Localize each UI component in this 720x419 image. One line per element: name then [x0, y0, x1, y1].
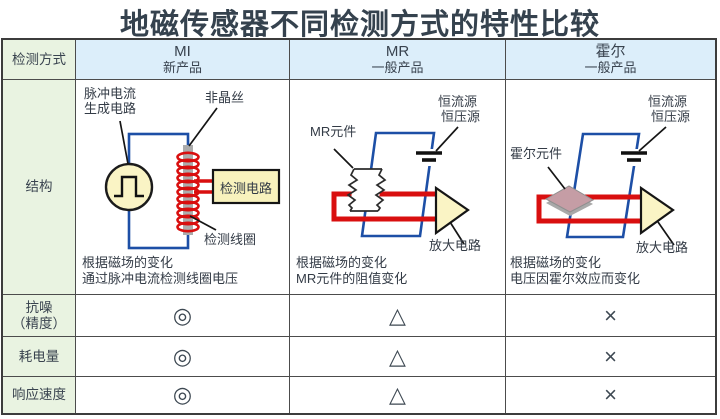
page-title: 地磁传感器不同检测方式的特性比较	[119, 9, 600, 41]
corner-header: 检测方式	[3, 40, 75, 79]
rating-power-mr: △	[290, 337, 505, 376]
hall-source-label: 恒流源 恒压源	[648, 94, 691, 124]
amorphous-wire-label: 非晶丝	[205, 90, 245, 105]
hall-structure-diagram: 霍尔元件 恒流源 恒压源 放大电路 根据磁场的变化 电压因霍尔效应而变化	[506, 80, 715, 294]
mi-caption: 根据磁场的变化 通过脉冲电流检测线圈电压	[82, 255, 239, 286]
rating-symbol: △	[389, 343, 406, 369]
hall-caption: 根据磁场的变化 电压因霍尔效应而变化	[510, 255, 641, 286]
row-label-power: 耗电量	[3, 337, 75, 376]
column-header-mr: MR 一般产品	[290, 40, 505, 79]
amplifier-symbol	[639, 185, 675, 236]
rating-symbol: ◎	[172, 343, 193, 369]
rating-symbol: ◎	[172, 382, 193, 407]
mi-callout-lines	[119, 107, 218, 231]
row-label-response: 响应速度	[3, 377, 75, 413]
detect-circuit-label: 检测电路	[219, 181, 272, 196]
column-header-mi-subtitle: 新产品	[162, 60, 202, 75]
column-header-mr-subtitle: 一般产品	[371, 60, 424, 75]
rating-symbol: △	[389, 302, 406, 328]
rating-noise-mi: ◎	[76, 295, 289, 336]
column-header-hall: 霍尔 一般产品	[506, 40, 715, 79]
hall-callout-lines	[547, 126, 675, 246]
detect-circuit-box	[211, 168, 281, 205]
mi-circuit-drawing	[104, 107, 281, 250]
battery-symbol	[621, 151, 647, 162]
hall-element-symbol	[544, 185, 595, 213]
mr-caption: 根据磁场的变化 MR元件的阻值变化	[296, 255, 408, 286]
rating-noise-mr: △	[290, 295, 505, 336]
rating-response-mr: △	[290, 377, 505, 413]
rating-response-hall: ×	[506, 377, 715, 413]
column-header-mi: MI 新产品	[76, 40, 289, 79]
row-label-structure-text: 结构	[25, 179, 53, 194]
hall-element-label: 霍尔元件	[510, 146, 563, 161]
rating-symbol: ◎	[172, 302, 193, 328]
rating-symbol: ×	[604, 343, 617, 369]
hall-circuit-drawing	[536, 126, 675, 246]
pulse-wave-icon	[114, 175, 144, 198]
rating-noise-hall: ×	[506, 295, 715, 336]
hall-amplifier-label: 放大电路	[636, 240, 689, 255]
mr-element-label: MR元件	[310, 124, 357, 139]
mr-callout-lines	[333, 126, 465, 245]
corner-header-label: 检测方式	[12, 51, 66, 67]
row-label-structure: 结构	[3, 80, 75, 294]
mr-amplifier-label: 放大电路	[429, 238, 482, 253]
rating-symbol: △	[389, 382, 406, 407]
resistor-symbol	[346, 168, 387, 212]
pulse-gen-label: 脉冲电流 生成电路	[84, 86, 137, 116]
rating-symbol: ×	[604, 382, 617, 407]
coil-output-wires	[194, 179, 213, 194]
rating-response-mi: ◎	[76, 377, 289, 413]
mr-source-label: 恒流源 恒压源	[438, 94, 481, 124]
rating-power-hall: ×	[506, 337, 715, 376]
rating-symbol: ×	[604, 302, 617, 328]
mr-element-body	[350, 169, 382, 211]
battery-symbol	[416, 151, 442, 162]
column-header-mi-name: MI	[174, 43, 191, 60]
detect-coil-label: 检测线圈	[204, 232, 257, 247]
comparison-table: 检测方式 MI 新产品 MR 一般产品 霍尔 一般产品 结构	[1, 38, 717, 415]
column-header-hall-subtitle: 一般产品	[584, 60, 637, 75]
column-header-mr-name: MR	[385, 43, 410, 60]
rating-power-mi: ◎	[76, 337, 289, 376]
column-header-hall-name: 霍尔	[595, 43, 626, 60]
amplifier-symbol	[434, 185, 470, 236]
mr-structure-diagram: MR元件 恒流源 恒压源 放大电路 根据磁场的变化 MR元件的阻值变化	[290, 80, 505, 294]
pulse-source-symbol	[104, 162, 154, 212]
mr-circuit-drawing	[331, 126, 470, 245]
mi-structure-diagram: 脉冲电流 生成电路 非晶丝 检测电路 检测线圈 根据磁场的变化 通过脉冲电流检测…	[76, 80, 289, 294]
row-label-noise: 抗噪 （精度）	[3, 295, 75, 336]
